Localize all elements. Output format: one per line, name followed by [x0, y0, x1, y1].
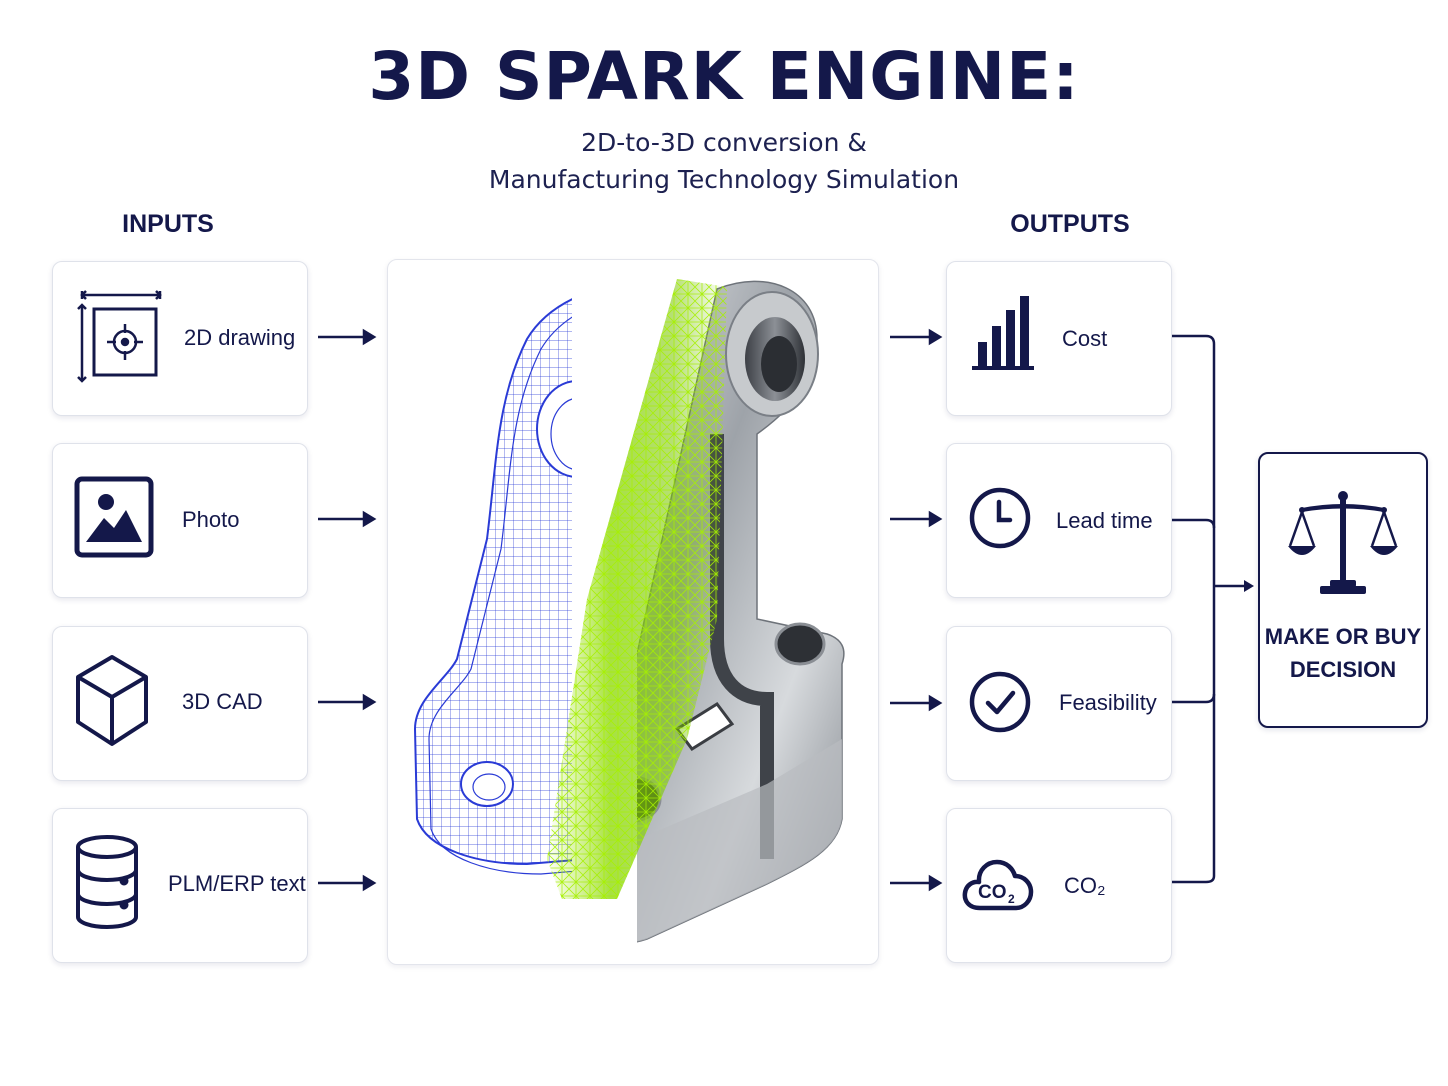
input-card-3d-cad	[52, 626, 308, 781]
bar-chart-icon	[970, 294, 1034, 374]
input-label-photo: Photo	[182, 507, 240, 532]
co2-cloud-icon: CO 2	[962, 846, 1034, 916]
decision-label: MAKE OR BUY DECISION	[1258, 620, 1428, 686]
svg-text:CO: CO	[978, 882, 1007, 903]
input-label-2d-drawing: 2D drawing	[184, 325, 296, 350]
output-label-cost: Cost	[1062, 326, 1108, 351]
decision-label-line-1: MAKE OR BUY	[1264, 624, 1422, 649]
output-card-lead-time	[946, 443, 1172, 598]
subtitle-line-1: 2D-to-3D conversion &	[581, 128, 867, 157]
input-card-plm-erp	[52, 808, 308, 963]
cube-icon	[74, 654, 150, 748]
decision-label-line-2: DECISION	[1289, 657, 1397, 682]
output-card-feasibility	[946, 626, 1172, 781]
drawing-icon	[72, 289, 168, 385]
outputs-heading: OUTPUTS	[1010, 210, 1130, 238]
output-card-cost	[946, 261, 1172, 416]
scales-icon	[1288, 488, 1398, 598]
database-icon	[74, 834, 140, 930]
output-label-co2: CO₂	[1064, 873, 1106, 898]
input-label-3d-cad: 3D CAD	[182, 689, 263, 714]
check-circle-icon	[968, 669, 1032, 735]
merge-connector	[1172, 334, 1254, 884]
inputs-heading: INPUTS	[122, 210, 214, 238]
3d-part-render	[413, 279, 845, 943]
svg-text:2: 2	[1008, 892, 1015, 906]
clock-icon	[968, 485, 1032, 551]
photo-icon	[74, 476, 154, 558]
subtitle-line-2: Manufacturing Technology Simulation	[488, 165, 960, 194]
output-label-lead-time: Lead time	[1056, 508, 1153, 533]
output-arrows	[890, 328, 943, 892]
output-label-feasibility: Feasibility	[1059, 690, 1157, 715]
input-card-photo	[52, 443, 308, 598]
output-card-co2	[946, 808, 1172, 963]
page-title: 3D SPARK ENGINE:	[368, 38, 1080, 115]
input-arrows	[318, 328, 377, 892]
input-label-plm-erp: PLM/ERP text	[168, 871, 306, 896]
